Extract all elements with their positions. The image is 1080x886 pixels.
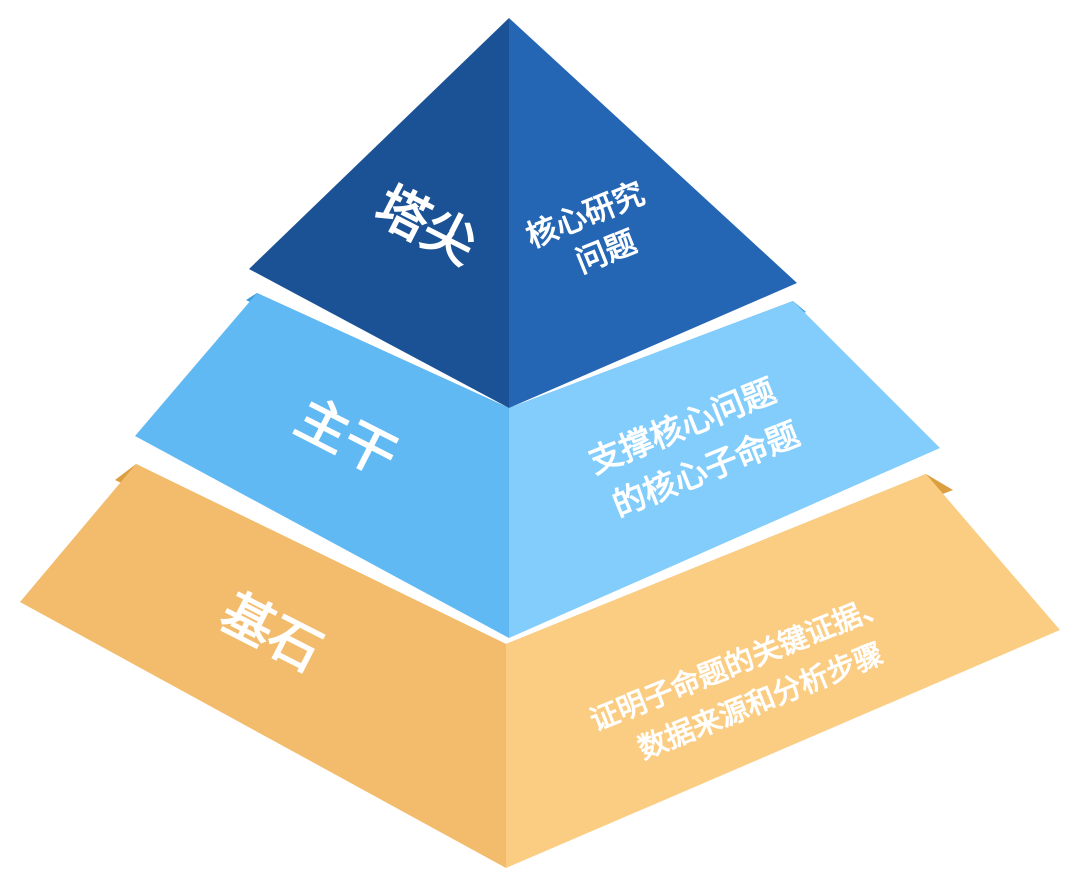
tier-top: 塔尖 核心研究 问题 [249,18,797,408]
tier-middle-left-face [135,293,509,638]
tier-top-right-face [509,18,797,408]
tier-top-left-face [249,18,509,408]
tier-base-right-face [506,474,1060,868]
tier-middle-right-face [509,301,940,638]
tier-base: 基石 证明子命题的关键证据、 数据来源和分析步骤 [20,464,1060,868]
tier-base-left-face [20,464,506,868]
tier-middle: 主干 支撑核心问题 的核心子命题 [135,293,940,638]
